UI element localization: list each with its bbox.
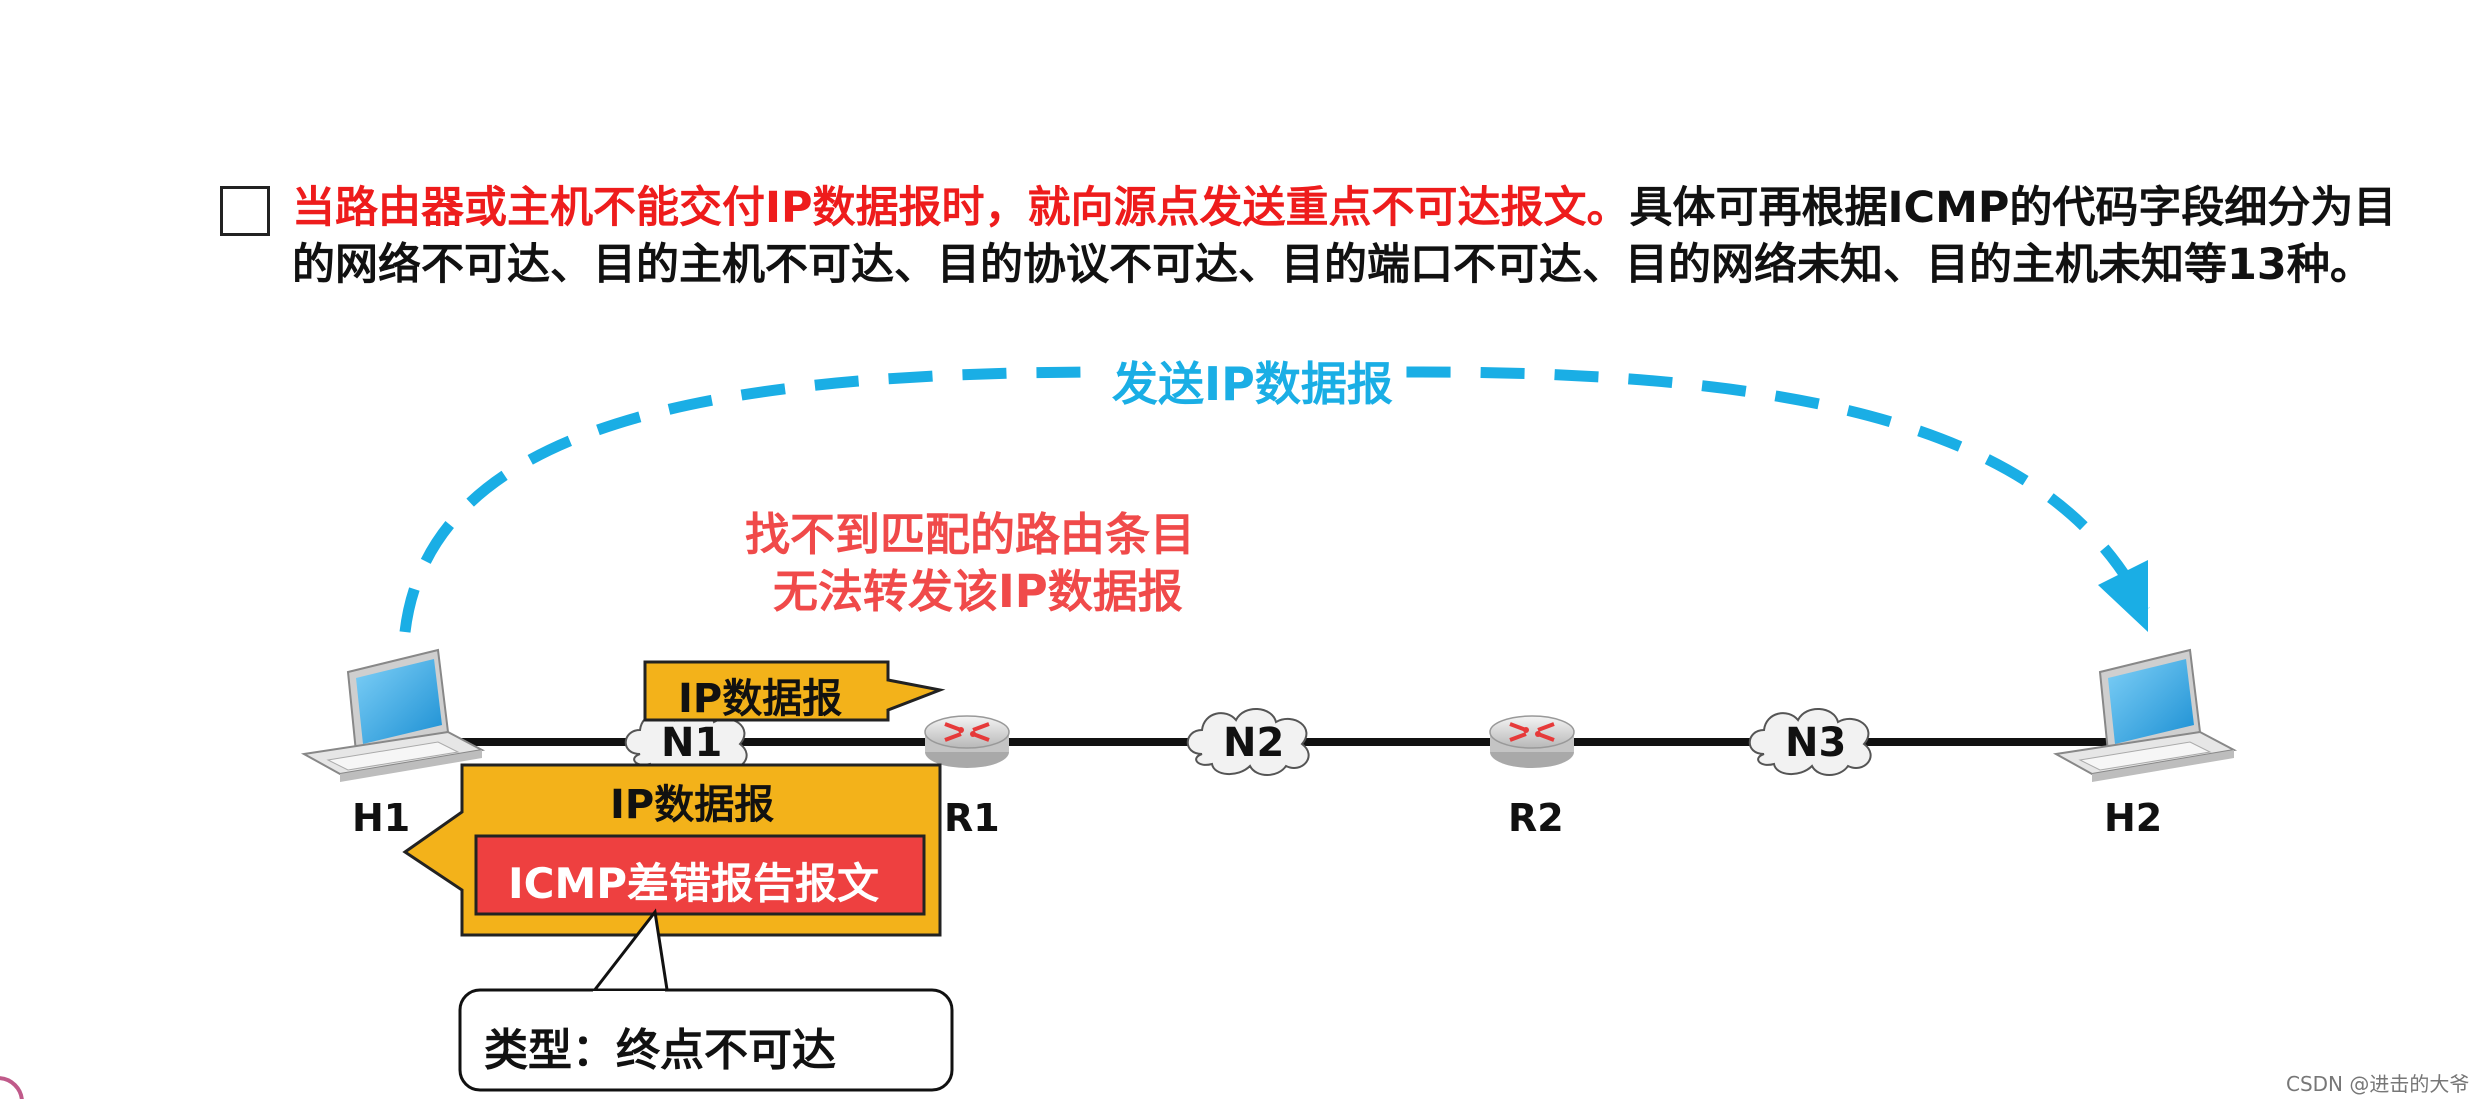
router-label-r2: R2 [1508,796,1564,840]
tab-label: 改变路由（重定向） [2009,66,2423,120]
tab-destination-unreachable[interactable]: 终点不可达 [55,42,503,138]
host-label-h1: H1 [352,796,411,840]
send-arc [399,366,2150,633]
callout-box [458,988,954,1092]
callout-text: 类型：终点不可达 [484,1025,836,1076]
checkbox[interactable] [220,186,270,236]
send-arrowhead [2098,560,2148,632]
host-label-h2: H2 [2104,796,2163,840]
router-label-r1: R1 [944,796,1000,840]
error-message-line1: 找不到匹配的路由条目 [745,508,1196,561]
network-label-n1: N1 [661,720,723,766]
tab-label: 时间超过（超时） [1064,66,1432,120]
laptop-icon-h1 [303,649,483,783]
tab-source-quench[interactable]: 源点抑制 [540,42,988,138]
logo-fragment [0,1076,24,1099]
network-label-n2: N2 [1223,720,1285,766]
arc-label-bg [1096,342,1402,402]
description-highlight: 当路由器或主机不能交付IP数据报时，就向源点发送重点不可达报文。 [292,183,1630,233]
callout-tail [588,908,670,997]
ip-packet-arrow [643,660,946,722]
tab-redirect[interactable]: 改变路由（重定向） [1992,42,2440,138]
router-icon-r1 [923,714,1011,770]
tab-time-exceeded[interactable]: 时间超过（超时） [1024,42,1472,138]
error-message-line2: 无法转发该IP数据报 [773,565,1183,618]
tab-label: 源点抑制 [672,66,856,120]
description-paragraph: 当路由器或主机不能交付IP数据报时，就向源点发送重点不可达报文。具体可再根据IC… [292,180,2432,294]
network-label-n3: N3 [1785,720,1847,766]
router-icon-r2 [1488,714,1576,770]
tab-label: 参数问题 [1640,66,1824,120]
return-packet-label: IP数据报 [610,782,775,828]
tab-label: 终点不可达 [164,66,394,120]
watermark: CSDN @进击的大爷 [2286,1072,2470,1096]
laptop-icon-h2 [2055,649,2235,783]
tab-parameter-problem[interactable]: 参数问题 [1508,42,1956,138]
description-rest: 具体可再根据ICMP的代码字段细分为目的网络不可达、目的主机不可达、目的协议不可… [292,183,2397,290]
send-label: 发送IP数据报 [1112,357,1393,411]
icmp-label: ICMP差错报告报文 [508,859,880,908]
icmp-box [474,834,926,916]
ip-packet-label: IP数据报 [678,676,843,722]
